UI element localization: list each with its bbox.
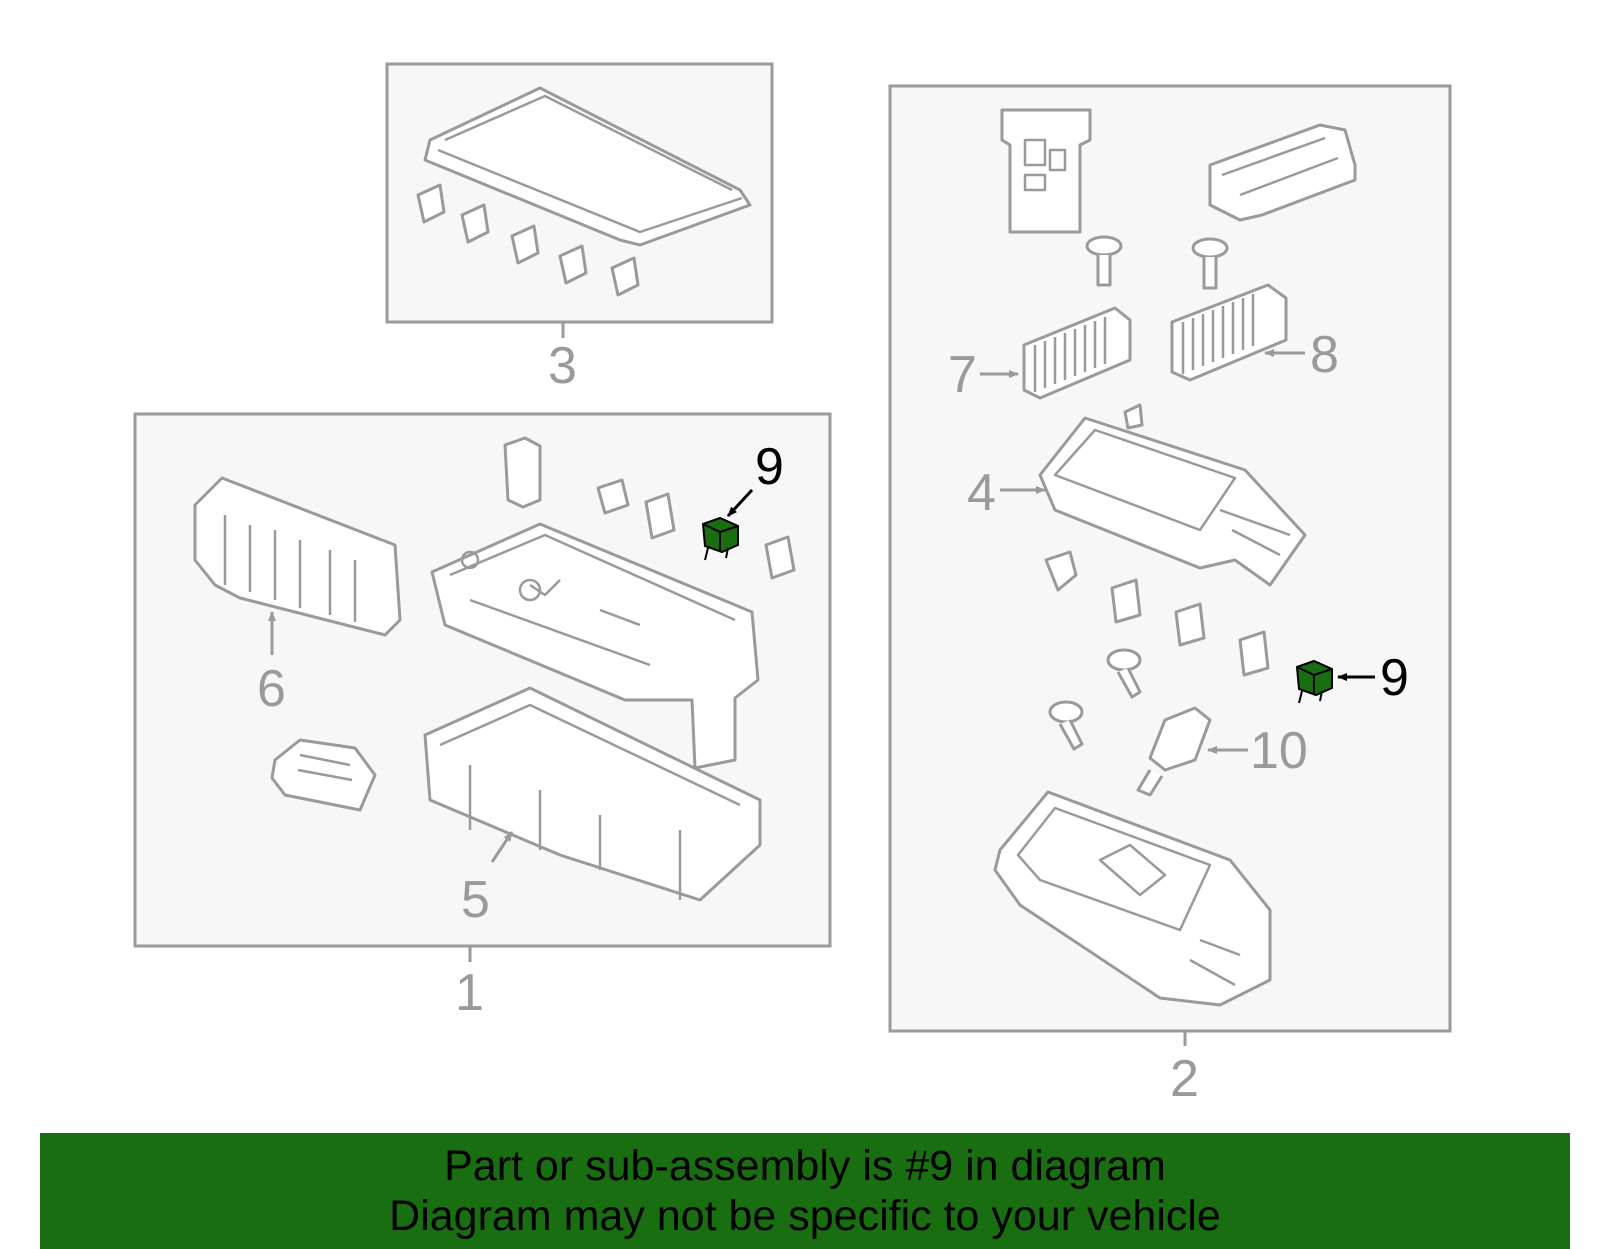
callout-6: 6: [257, 660, 286, 718]
cover-clips[interactable]: [416, 183, 640, 297]
callout-5: 5: [461, 871, 490, 929]
bolts-top[interactable]: [1085, 235, 1229, 290]
fuse-box-cover[interactable]: [423, 86, 752, 247]
group-box-1: 9 6 5 1: [133, 412, 832, 1022]
part-5-lower-case[interactable]: [423, 686, 762, 902]
part-9-clip-left[interactable]: [701, 516, 739, 561]
parts-diagram: 3: [133, 62, 1452, 1108]
part-2-base[interactable]: [993, 790, 1272, 1007]
terminal-cover[interactable]: [1000, 108, 1092, 234]
relay-plug[interactable]: [503, 436, 542, 509]
callout-7: 7: [948, 346, 977, 404]
callout-9-left: 9: [755, 438, 784, 496]
part-6-bracket[interactable]: [193, 476, 402, 637]
callout-1: 1: [455, 964, 484, 1022]
part-4-fuse-block[interactable]: [1038, 403, 1307, 587]
info-banner: Part or sub-assembly is #9 in diagram Di…: [40, 1133, 1570, 1249]
callout-10: 10: [1250, 722, 1308, 780]
group-box-2: 9 7 8 4 10 2: [888, 84, 1452, 1108]
cable-cover[interactable]: [1208, 123, 1357, 222]
part-10-fuse[interactable]: [1136, 706, 1212, 797]
part-8-fuse-strip[interactable]: [1170, 283, 1288, 382]
callout-2: 2: [1170, 1050, 1199, 1108]
banner-line-2: Diagram may not be specific to your vehi…: [389, 1192, 1221, 1240]
part-9-clip-right[interactable]: [1295, 659, 1333, 704]
group-box-3: 3: [385, 62, 774, 395]
callout-8: 8: [1310, 326, 1339, 384]
small-clips-right[interactable]: [1044, 550, 1270, 677]
small-clips-left[interactable]: [596, 478, 796, 580]
part-1-upper-case[interactable]: [430, 522, 760, 770]
part-7-fuse-strip[interactable]: [1022, 306, 1132, 400]
bolts-lower[interactable]: [1048, 648, 1142, 751]
callout-9-right: 9: [1380, 649, 1409, 707]
callout-4: 4: [967, 464, 996, 522]
callout-3: 3: [548, 337, 577, 395]
banner-line-1: Part or sub-assembly is #9 in diagram: [444, 1142, 1166, 1190]
part-connector-small[interactable]: [270, 738, 377, 812]
